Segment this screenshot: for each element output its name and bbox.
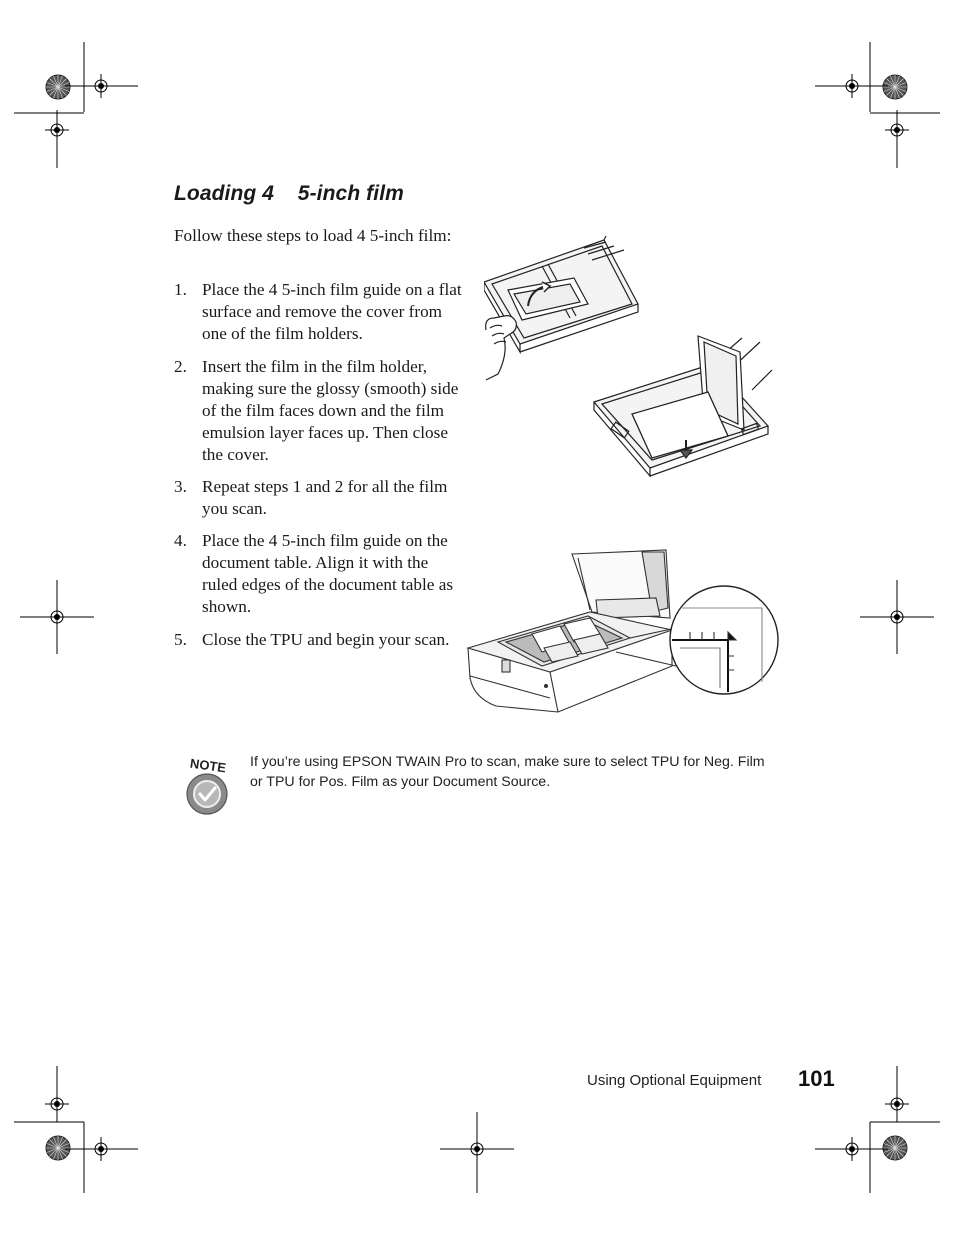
footer-section-title: Using Optional Equipment (587, 1072, 762, 1089)
scanner-alignment-illustration (466, 549, 779, 713)
step-text: Repeat steps 1 and 2 for all the film yo… (202, 477, 448, 518)
page-number: 101 (798, 1066, 835, 1091)
step-number: 2. (174, 357, 187, 376)
step-number: 4. (174, 531, 187, 550)
step-text: Place the 4 5-inch film guide on a flat … (202, 280, 462, 343)
intro-paragraph: Follow these steps to load 4 5-inch film… (174, 226, 452, 245)
step-number: 3. (174, 477, 187, 496)
note-text: If you’re using EPSON TWAIN Pro to scan,… (250, 754, 765, 790)
step-number: 5. (174, 630, 187, 649)
step-number: 1. (174, 280, 187, 299)
step-text: Close the TPU and begin your scan. (202, 630, 450, 649)
step-text: Insert the film in the film holder, maki… (202, 357, 459, 464)
film-insert-illustration (592, 335, 773, 478)
film-guide-cover-illustration (484, 235, 639, 381)
note-icon-label: NOTE (189, 756, 227, 776)
section-heading: Loading 4 5-inch film (174, 182, 404, 205)
note-icon: NOTE (186, 756, 228, 815)
step-text: Place the 4 5-inch film guide on the doc… (202, 531, 454, 616)
